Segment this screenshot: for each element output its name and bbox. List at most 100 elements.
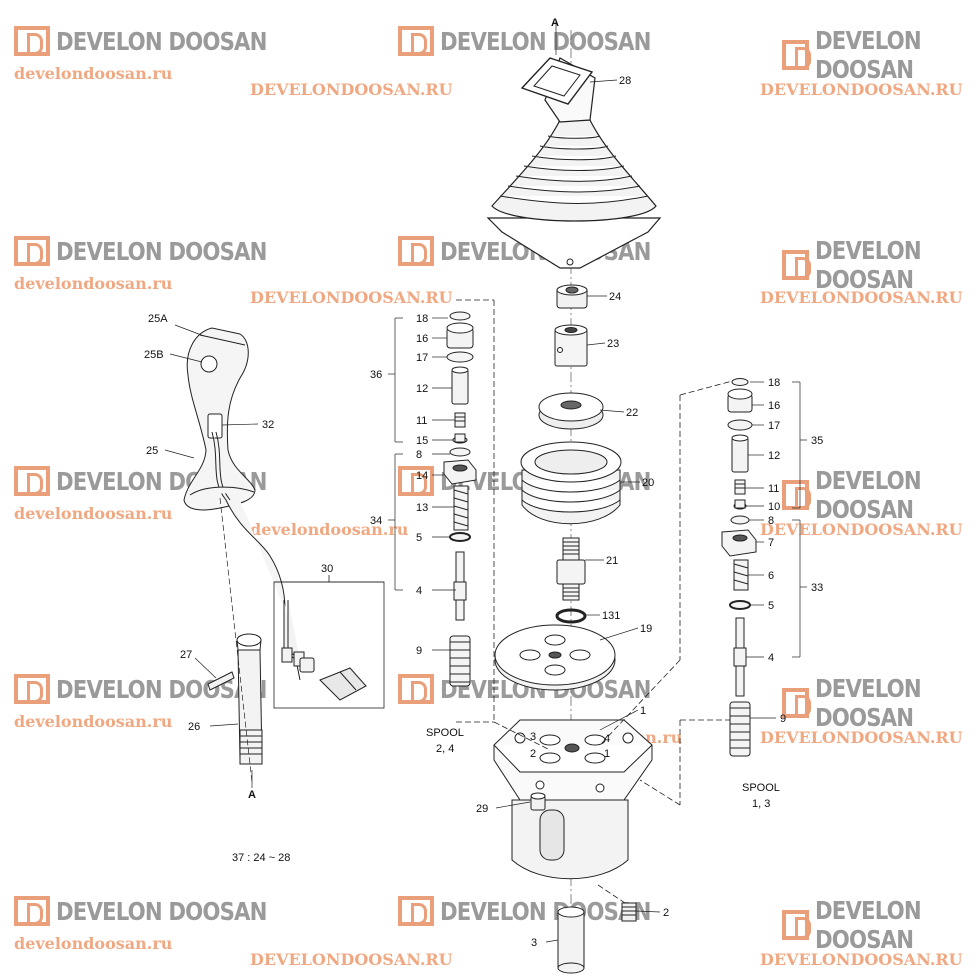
brand-logo-icon (782, 250, 811, 280)
watermark: DEVELON DOOSAN (782, 896, 980, 954)
watermark-url: develondoosan.ru (14, 274, 173, 293)
callout-right-7: 7 (768, 537, 774, 549)
callout-right-4: 4 (768, 652, 774, 664)
callout-right-16: 16 (768, 400, 780, 412)
callout-left-8: 8 (416, 449, 422, 461)
watermark-url: develondoosan.ru (14, 934, 173, 953)
view-marker-a-bottom: A (248, 789, 256, 801)
o-ring-part (555, 608, 587, 624)
watermark: DEVELON DOOSAN develondoosan.ru (14, 236, 304, 293)
callout-21: 21 (606, 555, 618, 567)
watermark-brand: DEVELON DOOSAN (440, 896, 651, 926)
brand-logo-icon (782, 40, 811, 70)
watermark: DEVELON DOOSAN develondoosan.ru (14, 896, 304, 953)
pin-27-part (207, 671, 235, 691)
bellows-part (520, 441, 622, 525)
callout-left-13: 13 (416, 502, 428, 514)
callout-left-36: 36 (370, 369, 382, 381)
brand-logo-icon (398, 466, 434, 496)
spool-right-title: SPOOL (742, 782, 780, 794)
callout-19: 19 (640, 623, 652, 635)
callout-left-14: 14 (416, 470, 428, 482)
callout-right-12: 12 (768, 450, 780, 462)
brand-logo-icon (14, 674, 50, 704)
callout-left-34: 34 (370, 515, 382, 527)
spool-left-numbers: 2, 4 (436, 743, 454, 755)
watermark-url: develondoosan.ru (14, 64, 173, 83)
watermark-url: DEVELONDOOSAN.RU (760, 80, 963, 99)
callout-27: 27 (180, 649, 192, 661)
watermark-brand: DEVELON DOOSAN (814, 236, 922, 294)
spool-right-numbers: 1, 3 (752, 798, 770, 810)
brand-logo-icon (782, 688, 811, 718)
brand-logo-icon (14, 896, 50, 926)
port-label-1: 1 (604, 748, 610, 760)
callout-left-16: 16 (416, 333, 428, 345)
callout-left-11: 11 (416, 415, 427, 427)
left-callout-brackets (388, 317, 456, 651)
callout-right-6: 6 (768, 570, 774, 582)
right-callout-brackets (745, 381, 807, 719)
callout-32: 32 (262, 419, 274, 431)
watermark-url: develondoosan.ru (14, 504, 173, 523)
callout-right-8: 8 (768, 515, 774, 527)
callout-left-17: 17 (416, 352, 428, 364)
watermark-url: DEVELONDOOSAN.RU (760, 950, 963, 969)
brand-logo-icon (398, 674, 434, 704)
watermark-brand: DEVELON DOOSAN (814, 26, 922, 84)
callout-right-35: 35 (811, 435, 823, 447)
callout-left-15: 15 (416, 435, 428, 447)
callout-right-17: 17 (768, 420, 780, 432)
watermark-brand: DEVELON DOOSAN (56, 236, 267, 266)
callout-2: 2 (663, 907, 669, 919)
lever-shaft-part (236, 633, 263, 765)
callout-right-11: 11 (768, 483, 779, 495)
callout-left-18: 18 (416, 313, 428, 325)
callout-131: 131 (602, 610, 620, 622)
watermark-brand: DEVELON DOOSAN (814, 674, 922, 732)
callout-30: 30 (321, 563, 333, 575)
plate-part (538, 392, 604, 430)
pin-part (556, 537, 586, 601)
cam-plate-part (494, 624, 616, 691)
left-spool-stack (443, 311, 477, 687)
brand-logo-icon (14, 236, 50, 266)
callout-left-5: 5 (416, 532, 422, 544)
brand-logo-icon (782, 910, 811, 940)
watermark: DEVELON DOOSAN develondoosan.ru (14, 26, 304, 83)
watermark-url: develondoosan.ru (250, 520, 409, 539)
spool-left-title: SPOOL (426, 727, 464, 739)
watermark-brand: DEVELON DOOSAN (440, 26, 651, 56)
watermark-brand: DEVELON DOOSAN (814, 466, 922, 524)
callout-24: 24 (609, 291, 621, 303)
watermark: DEVELON DOOSAN (782, 674, 980, 732)
kit-note: 37 : 24 ~ 28 (232, 852, 290, 864)
watermark-url: develondoosan.ru (14, 712, 173, 731)
plug-part (530, 792, 546, 811)
port-label-2: 2 (530, 748, 536, 760)
watermark: DEVELON DOOSAN (782, 26, 980, 84)
callout-29: 29 (476, 803, 488, 815)
watermark-url: DEVELONDOOSAN.RU (250, 288, 453, 307)
callout-26: 26 (188, 721, 200, 733)
callout-25a: 25A (148, 313, 168, 325)
watermark: DEVELON DOOSAN (782, 466, 980, 524)
callout-20: 20 (642, 477, 654, 489)
brand-logo-icon (398, 896, 434, 926)
callout-right-9: 9 (780, 713, 786, 725)
watermark-url: DEVELONDOOSAN.RU (250, 80, 453, 99)
watermark-url: DEVELONDOOSAN.RU (760, 520, 963, 539)
alignment-lines (456, 299, 740, 906)
callout-3: 3 (531, 937, 537, 949)
callout-left-4: 4 (416, 585, 422, 597)
valve-body-part (493, 719, 653, 880)
watermark: DEVELON DOOSAN (398, 896, 688, 926)
callout-23: 23 (607, 338, 619, 350)
callout-right-10: 10 (768, 501, 780, 513)
port-label-4: 4 (604, 733, 610, 745)
watermark-brand: DEVELON DOOSAN (814, 896, 922, 954)
bottom-shaft-part (557, 906, 585, 974)
rubber-boot-part (486, 57, 662, 269)
